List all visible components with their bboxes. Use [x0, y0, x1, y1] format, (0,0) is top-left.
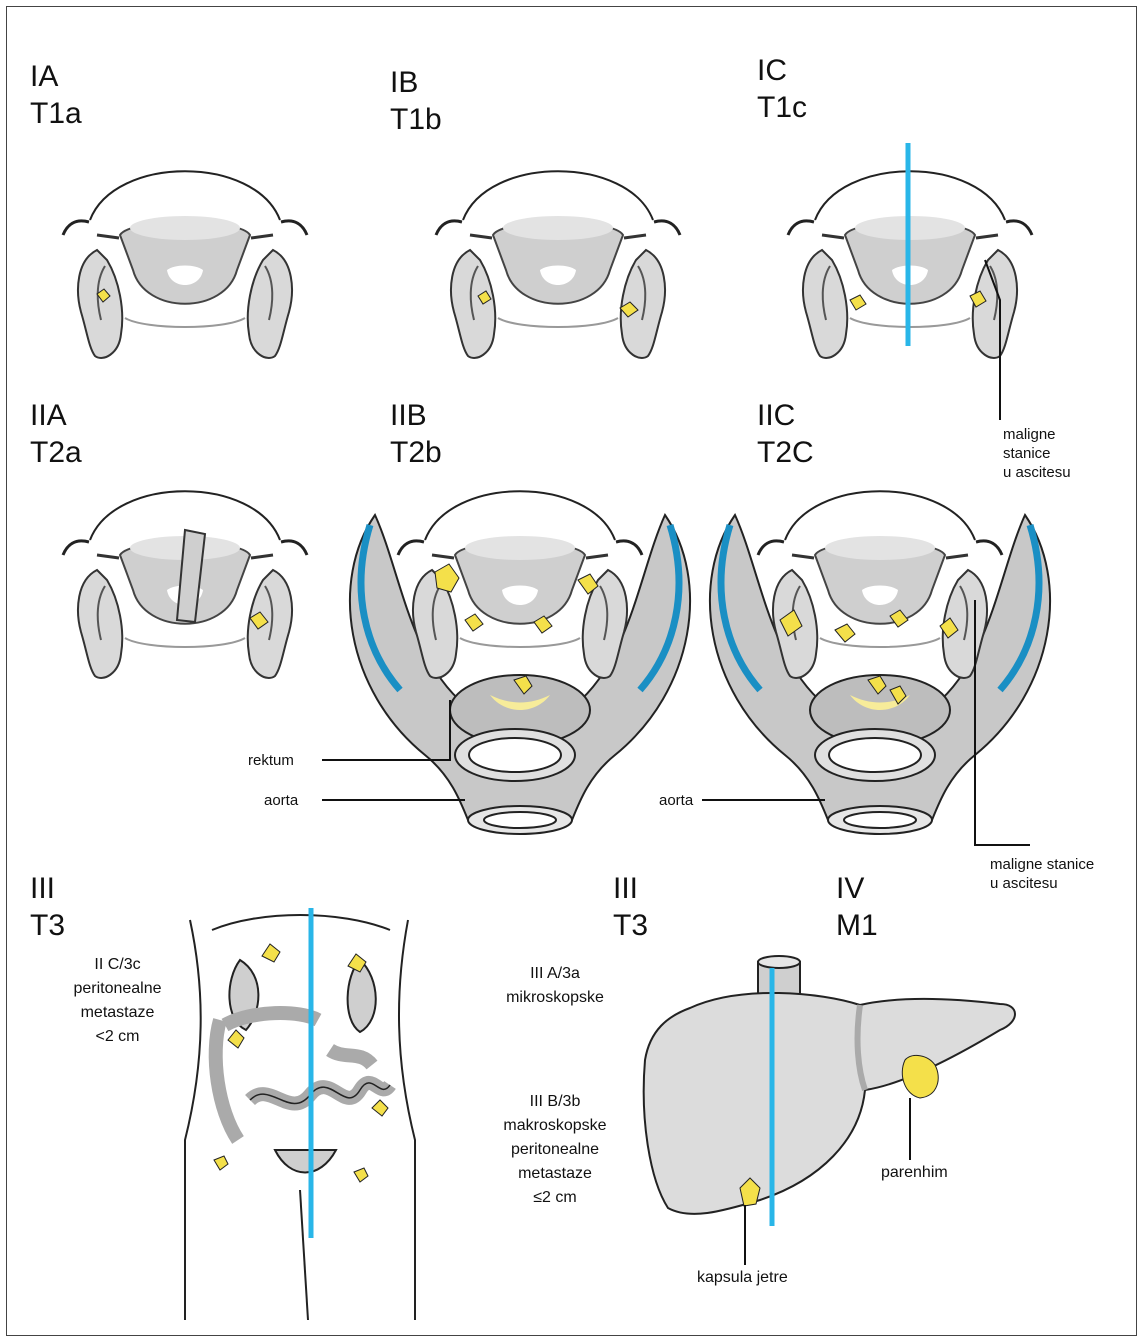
iiia-description: III A/3a mikroskopske	[470, 962, 640, 1010]
aorta-label-right: aorta	[659, 791, 693, 810]
iiib-description: III B/3b makroskopske peritonealne metas…	[470, 1090, 640, 1210]
illustration-liver	[644, 956, 1015, 1214]
illustration-iib	[350, 491, 690, 834]
illustration-ib	[436, 171, 680, 358]
iic-3c-description: II C/3c peritonealne metastaze <2 cm	[50, 953, 185, 1049]
rektum-label: rektum	[248, 751, 294, 770]
maligne-stanice-label-bottom: maligne stanice u ascitesu	[990, 855, 1094, 893]
maligne-stanice-label-top: maligne stanice u ascitesu	[1003, 425, 1071, 482]
illustration-abdomen	[185, 915, 415, 1320]
parenhim-label: parenhim	[881, 1163, 948, 1182]
illustration-ia	[63, 171, 307, 358]
illustration-iia	[63, 491, 307, 678]
illustration-iic	[710, 491, 1050, 834]
aorta-label-left: aorta	[264, 791, 298, 810]
kapsula-jetre-label: kapsula jetre	[697, 1268, 788, 1287]
